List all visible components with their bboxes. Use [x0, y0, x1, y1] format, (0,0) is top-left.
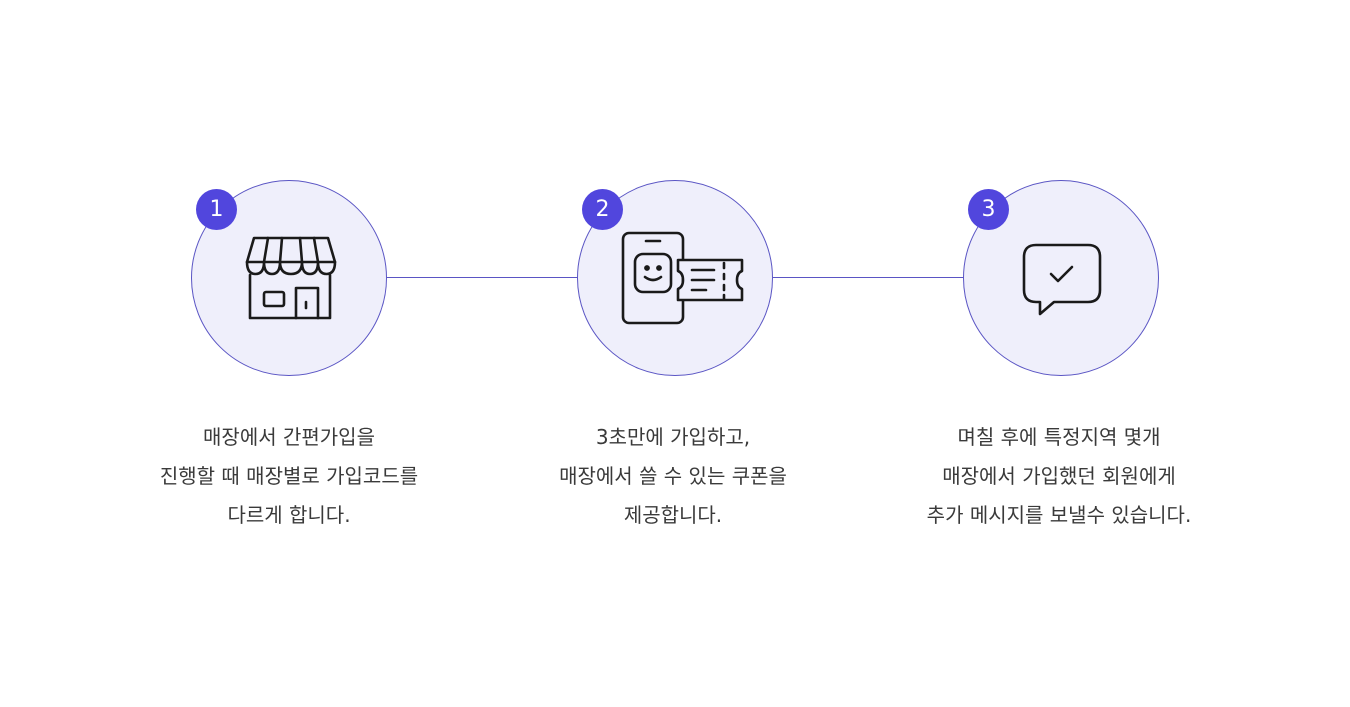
step-3-line-3: 추가 메시지를 보낼수 있습니다. — [926, 503, 1192, 527]
step-2-line-3: 제공합니다. — [623, 503, 723, 527]
step-3-line-2: 매장에서 가입했던 회원에게 — [942, 464, 1176, 488]
step-1-line-2: 진행할 때 매장별로 가입코드를 — [159, 464, 419, 488]
connector-line-1-2 — [387, 277, 577, 278]
step-2-badge: 2 — [582, 189, 623, 230]
step-2-line-2: 매장에서 쓸 수 있는 쿠폰을 — [559, 464, 787, 488]
step-1-description: 매장에서 간편가입을 진행할 때 매장별로 가입코드를 다르게 합니다. — [119, 418, 459, 535]
step-3-description: 며칠 후에 특정지역 몇개 매장에서 가입했던 회원에게 추가 메시지를 보낼수… — [889, 418, 1229, 535]
step-3-badge: 3 — [968, 189, 1009, 230]
connector-line-2-3 — [773, 277, 963, 278]
step-1-line-1: 매장에서 간편가입을 — [203, 425, 375, 449]
chat-check-icon — [1022, 243, 1102, 316]
step-3-line-1: 며칠 후에 특정지역 몇개 — [957, 425, 1161, 449]
step-2-line-1: 3초만에 가입하고, — [595, 425, 751, 449]
step-1-badge: 1 — [196, 189, 237, 230]
step-2-description: 3초만에 가입하고, 매장에서 쓸 수 있는 쿠폰을 제공합니다. — [503, 418, 843, 535]
store-icon — [245, 236, 337, 320]
step-1-line-3: 다르게 합니다. — [227, 503, 351, 527]
phone-coupon-icon — [621, 231, 744, 325]
